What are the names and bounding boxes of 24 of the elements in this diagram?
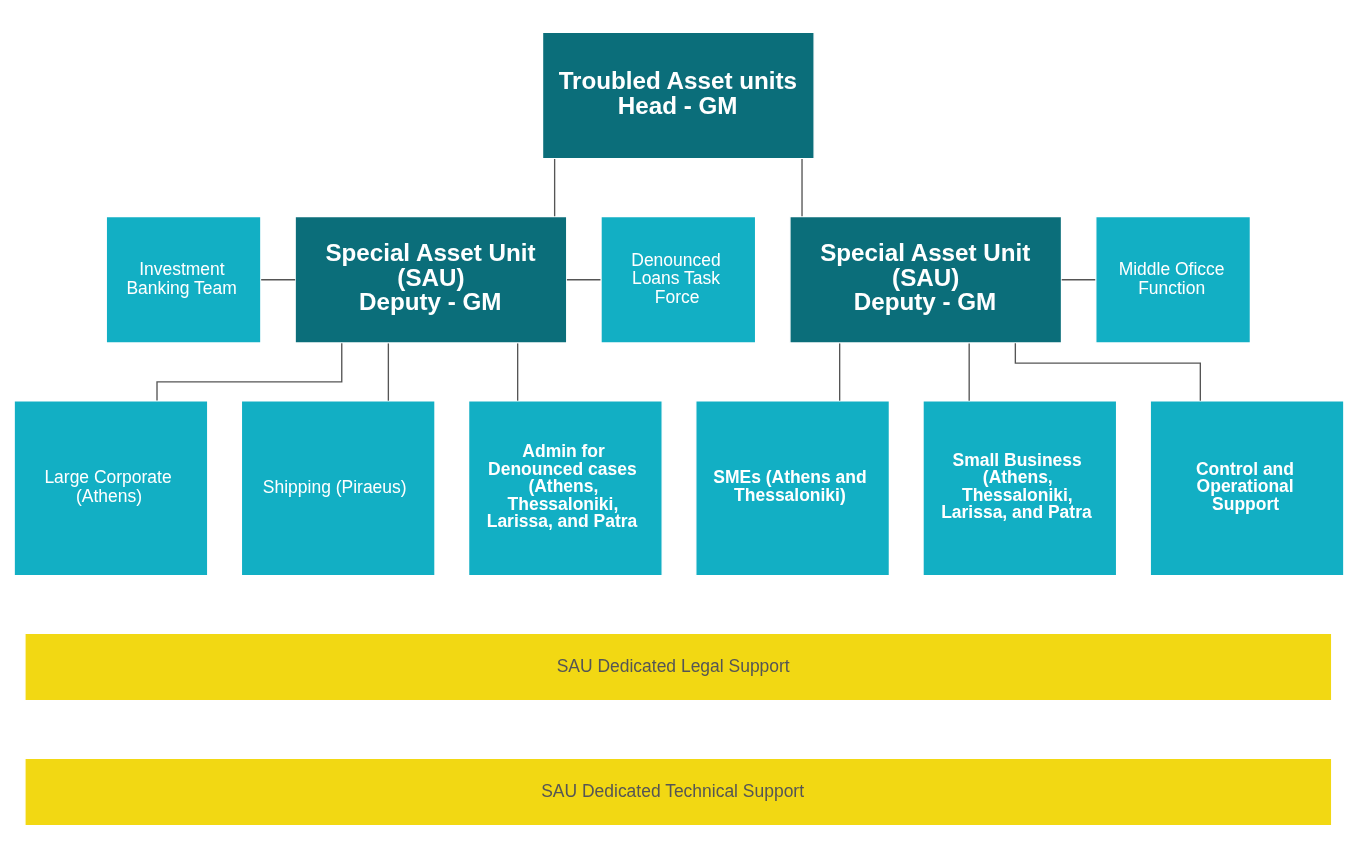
node-box: Large Corporate (Athens) — [13, 399, 209, 576]
node-box: Admin for Denounced cases (Athens, Thessaloniki, Larissa, and Patra — [467, 399, 663, 576]
node-box: Special Asset Unit (SAU) Deputy - GM — [294, 215, 568, 344]
connector — [517, 342, 519, 401]
node-box: Investment Banking Team — [105, 215, 262, 344]
node-box: Shipping (Piraeus) — [240, 399, 436, 576]
connector — [839, 342, 841, 401]
node-box: Denounced Loans Task Force — [600, 215, 757, 344]
connector — [1061, 278, 1096, 280]
connector — [260, 278, 296, 280]
node-box: Control and Operational Support — [1149, 399, 1345, 576]
connector — [553, 157, 556, 217]
node-box: SMEs (Athens and Thessaloniki) — [695, 399, 891, 576]
node-box: Troubled Asset units Head - GM — [541, 31, 815, 159]
connector — [387, 342, 390, 401]
connector — [968, 342, 970, 401]
connector — [801, 157, 803, 217]
connector — [1014, 342, 1201, 401]
node-box: SAU Dedicated Technical Support — [24, 757, 1333, 826]
node-box: SAU Dedicated Legal Support — [24, 632, 1333, 701]
connector — [566, 278, 602, 280]
node-box: Special Asset Unit (SAU) Deputy - GM — [789, 215, 1063, 344]
node-box: Small Business (Athens, Thessaloniki, Larissa, and Patra — [922, 399, 1118, 576]
node-box: Middle Oficce Function — [1095, 215, 1252, 344]
